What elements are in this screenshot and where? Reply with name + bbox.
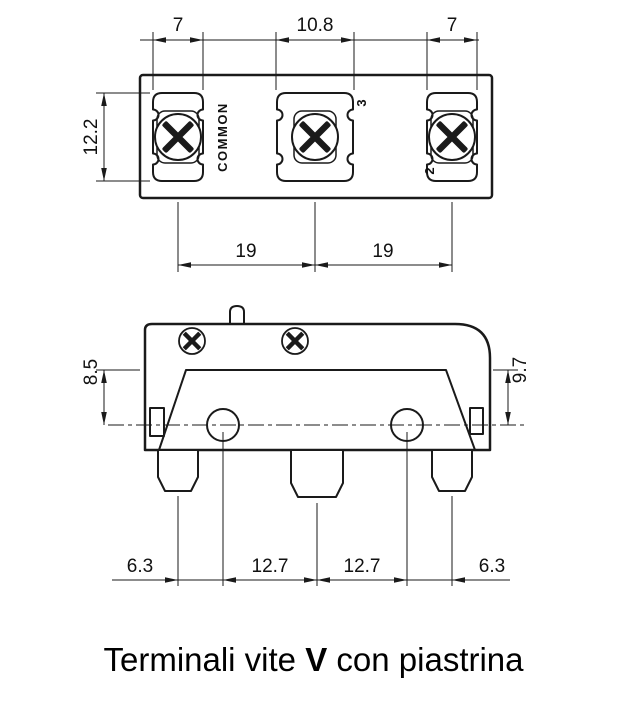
side-slot-left (149, 407, 165, 437)
dim-top-pitch: 19 19 (177, 202, 453, 272)
dim-terminal-height: 12.2 (81, 119, 102, 156)
dim-pitch-right: 19 (372, 241, 393, 262)
label-terminal-2: 2 (422, 167, 437, 174)
cover-screw-left (178, 327, 206, 355)
dim-chain-4: 6.3 (479, 556, 505, 577)
label-terminal-3: 3 (354, 99, 369, 106)
caption-prefix: Terminali vite (103, 641, 306, 678)
dim-left-height: 8.5 (81, 359, 102, 385)
top-view: COMMON 3 2 7 10.8 7 12.2 19 19 (81, 15, 494, 272)
switch-technical-drawing: COMMON 3 2 7 10.8 7 12.2 19 19 (81, 15, 531, 586)
figure-caption: Terminali vite V con piastrina (0, 641, 627, 679)
caption-suffix: con piastrina (327, 641, 524, 678)
label-common: COMMON (215, 102, 230, 172)
dim-chain-1: 6.3 (127, 556, 153, 577)
dim-middle-terminal-width: 10.8 (297, 15, 334, 36)
dim-chain-3: 12.7 (344, 556, 381, 577)
dim-front-left: 8.5 (81, 359, 140, 425)
dim-right-height: 9.7 (510, 357, 531, 383)
dim-top-widths: 7 10.8 7 (140, 15, 479, 90)
caption-terminal-type: V (305, 641, 328, 678)
front-view: 8.5 9.7 6.3 12.7 12.7 6.3 (81, 305, 531, 586)
terminal-foot-middle (290, 449, 344, 498)
cover-screw-right (281, 327, 309, 355)
plunger-pin (229, 305, 245, 325)
terminal-foot-left (157, 449, 199, 492)
terminal-foot-right (431, 449, 473, 492)
side-slot-right (469, 407, 484, 435)
dim-left-terminal-width: 7 (173, 15, 184, 36)
case-step-contour (158, 369, 476, 451)
dim-front-chain: 6.3 12.7 12.7 6.3 (112, 432, 510, 586)
dim-chain-2: 12.7 (252, 556, 289, 577)
dim-pitch-left: 19 (235, 241, 256, 262)
dim-top-height: 12.2 (81, 92, 150, 182)
dim-right-terminal-width: 7 (447, 15, 458, 36)
dim-front-right: 9.7 (493, 357, 531, 425)
